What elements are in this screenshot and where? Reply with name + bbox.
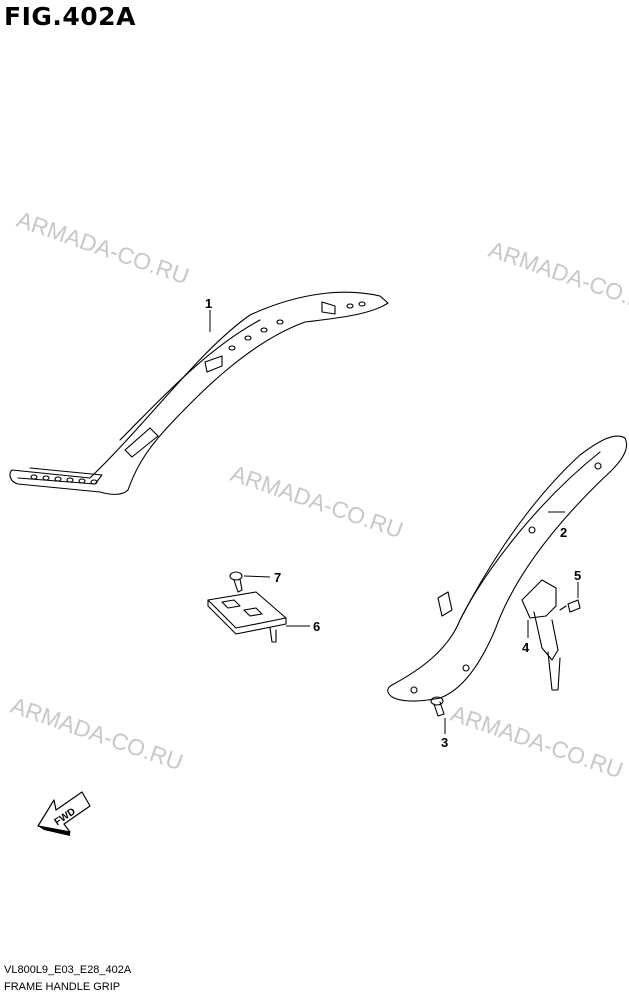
callout-number-5: 5: [574, 568, 581, 583]
screw-7-drawing: [229, 571, 243, 593]
bolt-3-drawing: [430, 696, 445, 717]
callout-number-1: 1: [205, 296, 212, 311]
callout-line-7: [243, 575, 271, 578]
callout-number-3: 3: [441, 735, 448, 750]
plate-6-drawing: [207, 591, 287, 643]
right-handle-grip-drawing: [387, 435, 628, 702]
callout-number-7: 7: [274, 570, 281, 585]
diagram-caption: FRAME HANDLE GRIP: [4, 981, 121, 993]
left-handle-grip-drawing: [9, 291, 389, 495]
figure-title: FIG.402A: [4, 2, 136, 31]
forward-arrow-icon: FWD: [37, 791, 91, 836]
diagram-code: VL800L9_E03_E28_402A: [4, 964, 132, 976]
callout-number-4: 4: [522, 640, 530, 655]
callout-number-2: 2: [560, 525, 567, 540]
callout-number-6: 6: [313, 619, 320, 634]
lock-bracket-drawing: [521, 579, 561, 691]
screw-5-drawing: [559, 599, 581, 613]
